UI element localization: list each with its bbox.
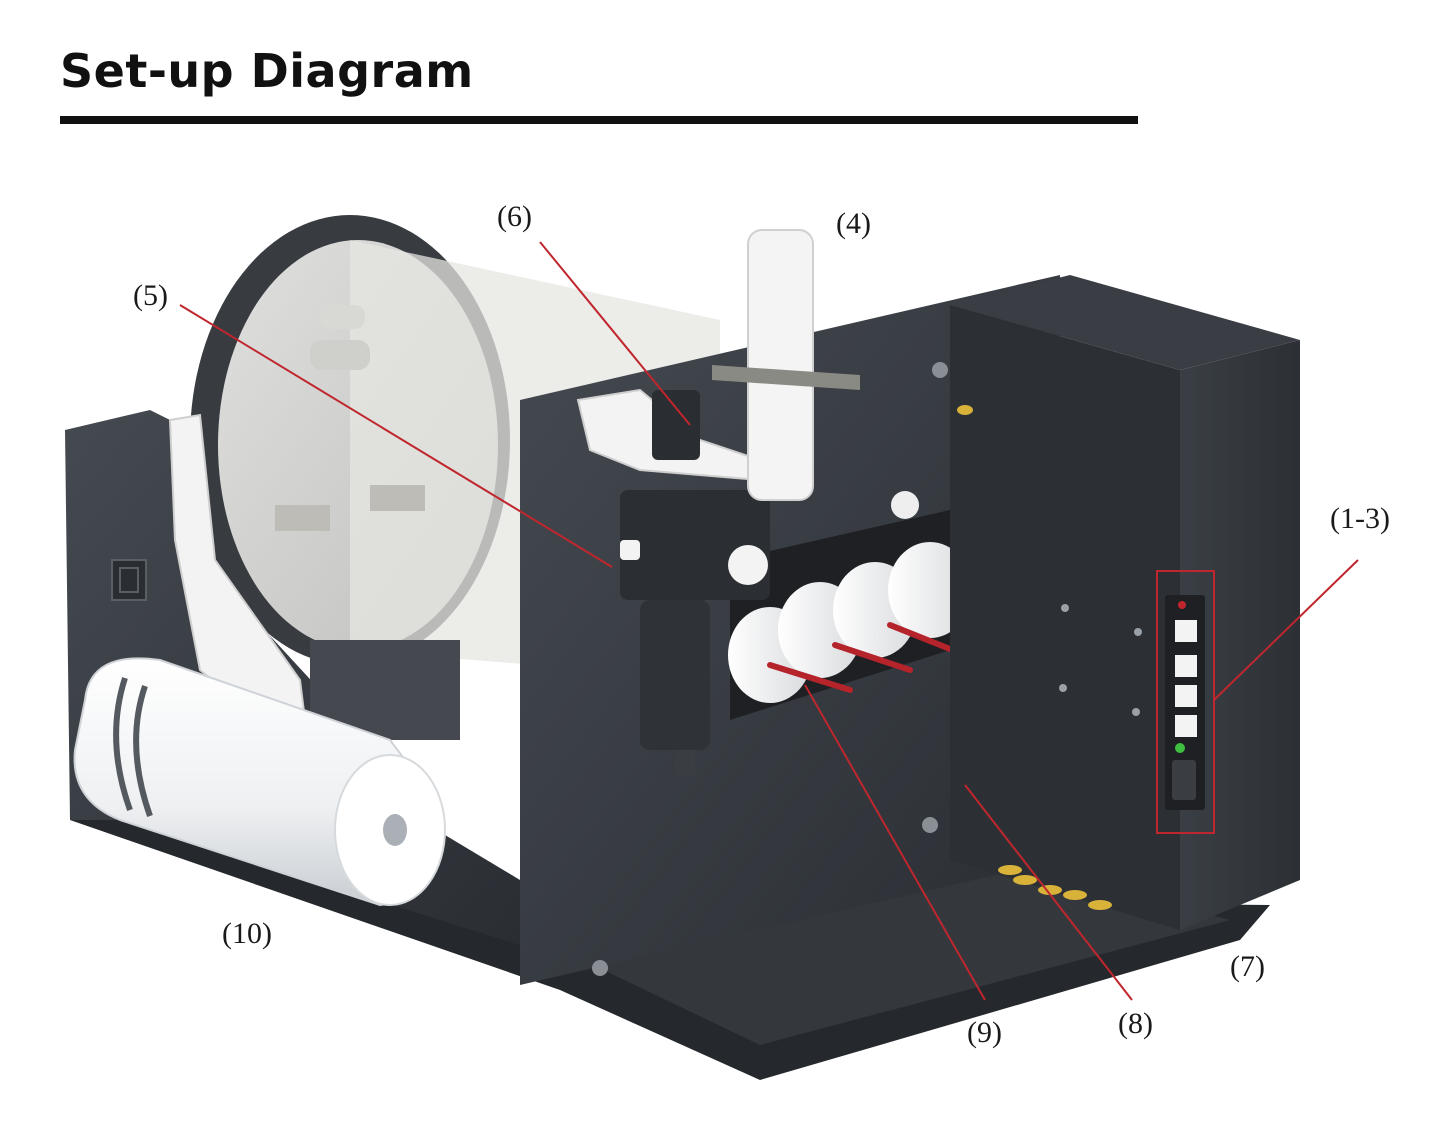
page-title: Set-up Diagram [60,44,474,98]
filter-bowl [640,600,710,750]
frame-badge [111,559,147,601]
regulator-knob [652,390,700,460]
callout-label-7: (7) [1230,950,1265,983]
switches [1175,620,1197,737]
control-box-side [1180,340,1300,930]
callout-label-6: (6) [497,200,532,233]
control-box-top [950,275,1300,370]
title-underline [60,116,1138,124]
callout-label-10: (10) [222,917,272,950]
reservoir [747,229,814,501]
callout-label-4: (4) [836,207,871,240]
callout-label-1-3: (1-3) [1330,502,1390,535]
brass-fittings [957,405,1112,910]
air-tank [73,657,446,907]
control-box-front [950,305,1180,930]
callout-label-8: (8) [1118,1007,1153,1040]
callout-label-5: (5) [133,279,168,312]
callout-box-1-3 [1156,570,1215,834]
callout-label-9: (9) [967,1016,1002,1049]
leader-lines [179,241,1359,1001]
